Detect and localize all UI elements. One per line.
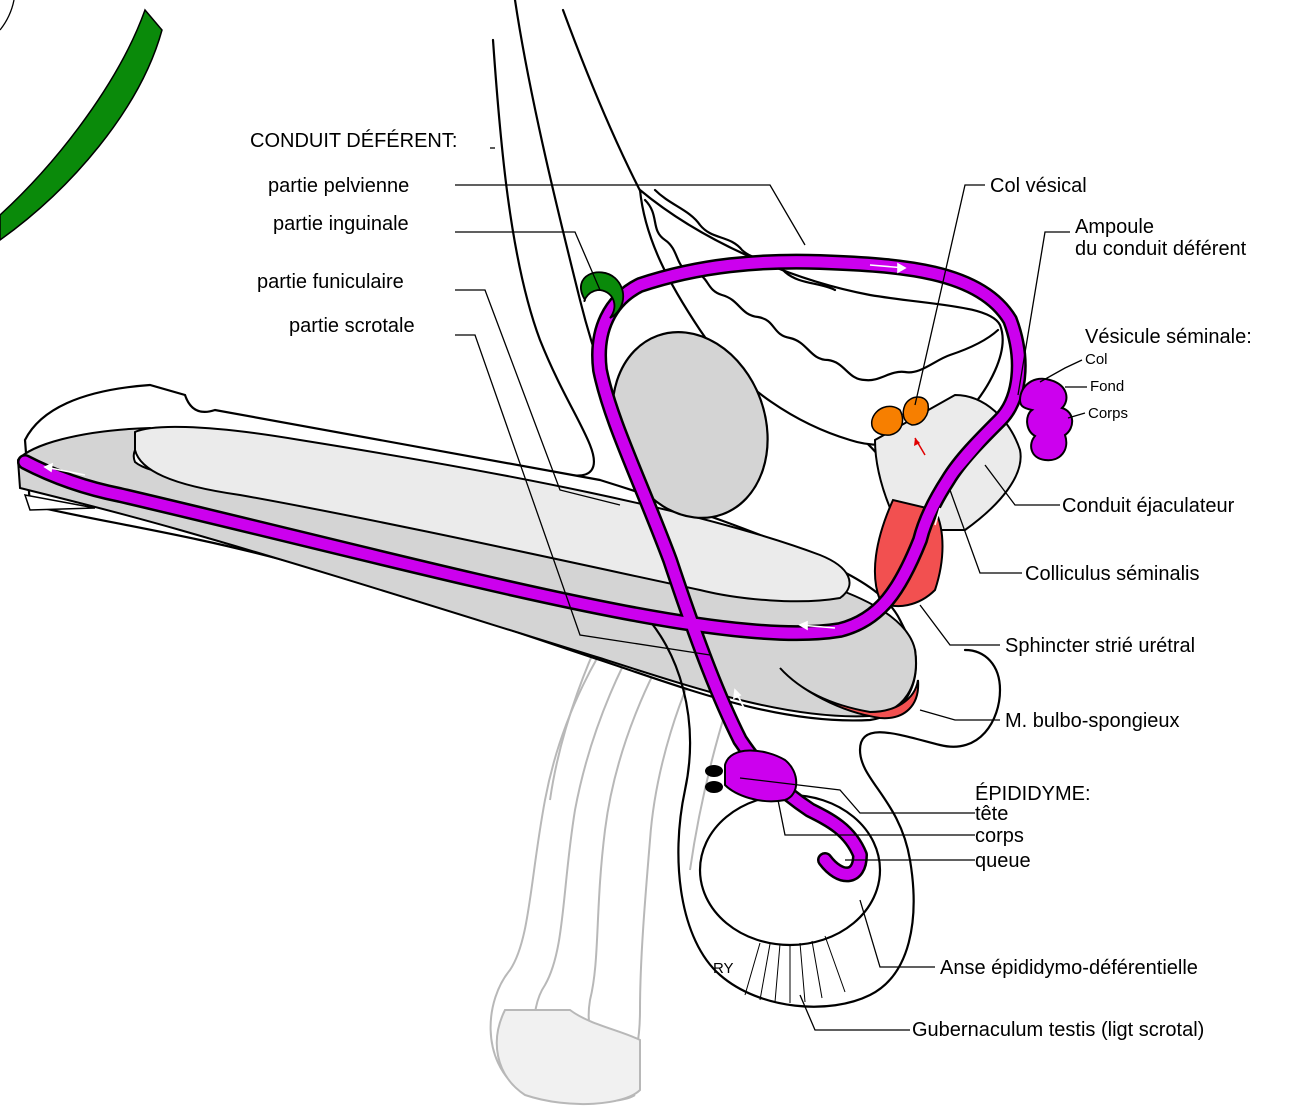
label-epididyme: ÉPIDIDYME: [975, 782, 1091, 805]
label-anse: Anse épididymo-déférentielle [940, 957, 1198, 979]
label-conduit-ejaculateur: Conduit éjaculateur [1062, 495, 1235, 517]
label-ampoule-2: du conduit déférent [1075, 238, 1247, 260]
label-ry: RY [713, 960, 734, 977]
label-vs-corps: Corps [1088, 405, 1128, 422]
label-col-vesical: Col vésical [990, 175, 1087, 197]
label-colliculus: Colliculus séminalis [1025, 563, 1200, 585]
label-sphincter: Sphincter strié urétral [1005, 635, 1195, 657]
label-conduit-deferent: CONDUIT DÉFÉRENT: [250, 129, 457, 152]
seminal-vesicle [1020, 379, 1072, 461]
appendix-dot-1 [705, 765, 723, 777]
gubernaculum-fibers [745, 936, 845, 1003]
label-partie-pelvienne: partie pelvienne [268, 175, 409, 197]
label-ampoule-1: Ampoule [1075, 216, 1154, 238]
label-gubernaculum: Gubernaculum testis (ligt scrotal) [912, 1019, 1204, 1041]
appendix-dot-2 [705, 781, 723, 793]
label-partie-inguinale: partie inguinale [273, 213, 409, 235]
label-vesicule-seminale: Vésicule séminale: [1085, 326, 1252, 348]
label-tete: tête [975, 803, 1008, 825]
epididymis-head [725, 750, 796, 801]
label-partie-scrotale: partie scrotale [289, 315, 415, 337]
peritoneum-band [0, 10, 162, 240]
label-partie-funiculaire: partie funiculaire [257, 271, 404, 293]
label-bulbo: M. bulbo-spongieux [1005, 710, 1180, 732]
peritoneum-edge-line [0, 0, 14, 30]
label-queue: queue [975, 850, 1031, 872]
label-corps: corps [975, 825, 1024, 847]
label-vs-fond: Fond [1090, 378, 1124, 395]
label-vs-col: Col [1085, 351, 1108, 368]
